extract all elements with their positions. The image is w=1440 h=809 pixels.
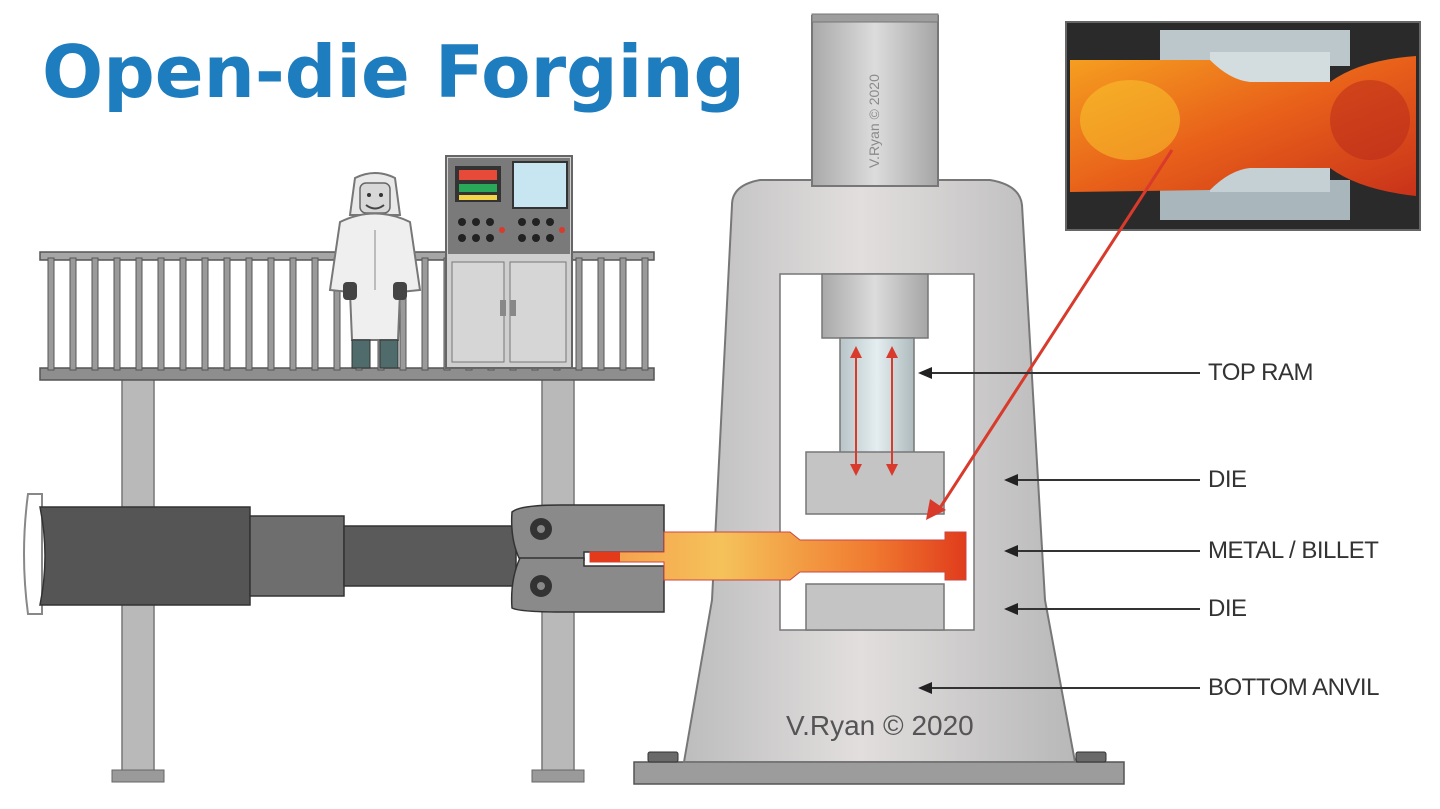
- photo-pointer-arrowhead: [926, 499, 946, 520]
- manipulator-arm: [23, 493, 665, 615]
- label-bottom-anvil: BOTTOM ANVIL: [1208, 674, 1379, 701]
- railing-baluster: [157, 257, 165, 371]
- railing-baluster: [311, 257, 319, 371]
- railing-baluster: [267, 257, 275, 371]
- label-top-ram: TOP RAM: [1208, 359, 1313, 386]
- railing-baluster: [289, 257, 297, 371]
- walkway-platform: [39, 251, 655, 783]
- railing-baluster: [113, 257, 121, 371]
- diagram-title: Open-die Forging: [42, 30, 746, 114]
- railing-baluster: [641, 257, 649, 371]
- railing-baluster: [47, 257, 55, 371]
- label-die-bottom: DIE: [1208, 595, 1247, 622]
- label-metal-billet: METAL / BILLET: [1208, 537, 1379, 564]
- railing-baluster: [223, 257, 231, 371]
- railing-baluster: [575, 257, 583, 371]
- railing-baluster: [597, 257, 605, 371]
- label-leaders: [918, 367, 1200, 694]
- metal-billet: [589, 531, 967, 581]
- railing-baluster: [135, 257, 143, 371]
- label-die-top: DIE: [1208, 466, 1247, 493]
- photo-pointer-arrow: [934, 149, 1174, 515]
- forging-press: [633, 13, 1125, 785]
- control-cabinet: [445, 155, 573, 369]
- railing-baluster: [69, 257, 77, 371]
- column-watermark: V.Ryan © 2020: [866, 74, 882, 168]
- railing-baluster: [201, 257, 209, 371]
- railing-baluster: [245, 257, 253, 371]
- railing-baluster: [179, 257, 187, 371]
- railing-baluster: [91, 257, 99, 371]
- operator-figure: [328, 172, 422, 369]
- copyright-watermark: V.Ryan © 2020: [786, 710, 974, 741]
- railing-baluster: [421, 257, 429, 371]
- railing-baluster: [619, 257, 627, 371]
- hot-forging-photo: [1065, 21, 1421, 231]
